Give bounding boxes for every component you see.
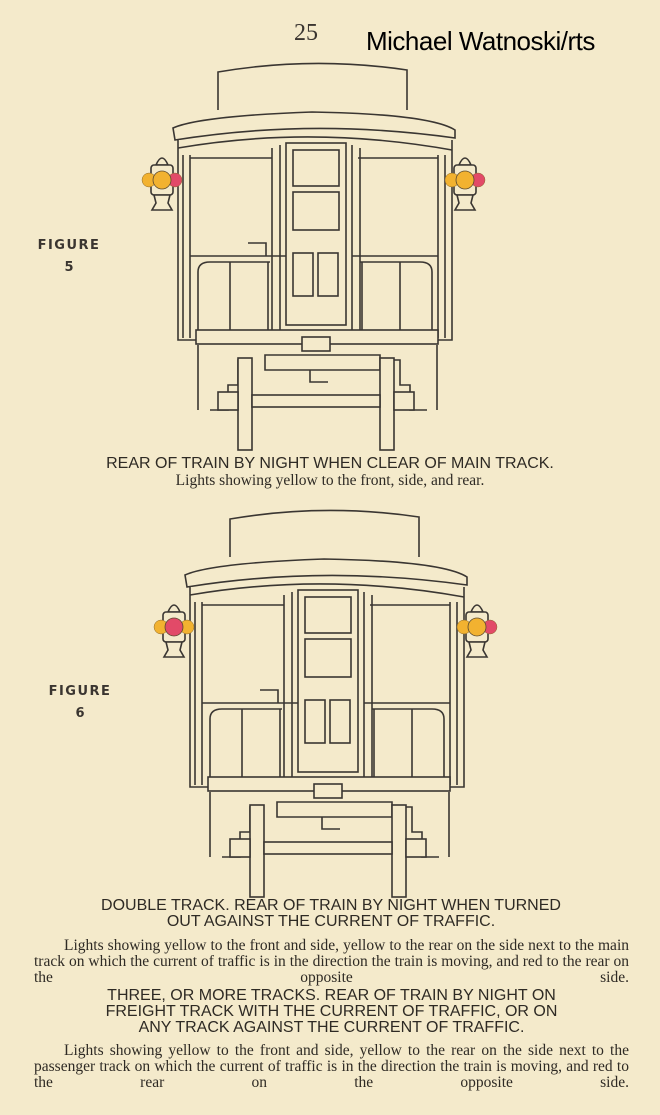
page-number: 25	[294, 20, 318, 46]
section-1-heading-line1: DOUBLE TRACK. REAR OF TRAIN BY NIGHT WHE…	[101, 897, 561, 914]
section-2-text: Lights showing yellow to the front and s…	[34, 1042, 629, 1091]
figure-6-number: 6	[75, 706, 85, 721]
section-2-heading-line1: THREE, OR MORE TRACKS. REAR OF TRAIN BY …	[107, 987, 556, 1004]
figure-5-caption-title: REAR OF TRAIN BY NIGHT WHEN CLEAR OF MAI…	[106, 455, 554, 472]
figure-6-label: FIGURE	[48, 684, 112, 699]
lamp-icon	[153, 604, 195, 658]
figure-6-caboose-drawing	[153, 509, 498, 898]
section-1-text: Lights showing yellow to the front and s…	[34, 937, 629, 986]
lamp-icon	[456, 604, 498, 658]
section-1-heading-line2: OUT AGAINST THE CURRENT OF TRAFFIC.	[166, 913, 496, 930]
figure-5-label: FIGURE	[37, 238, 101, 253]
lamp-icon	[141, 157, 183, 211]
figure-5-number: 5	[64, 260, 74, 275]
section-2-heading-line2: FREIGHT TRACK WITH THE CURRENT OF TRAFFI…	[105, 1003, 558, 1020]
figure-5-caption-text: Lights showing yellow to the front, side…	[175, 472, 485, 489]
lamp-icon	[444, 157, 486, 211]
figure-5-caboose-drawing	[141, 62, 486, 451]
credit-watermark: Michael Watnoski/rts	[366, 26, 595, 56]
section-2-heading-line3: ANY TRACK AGAINST THE CURRENT OF TRAFFIC…	[138, 1019, 525, 1036]
